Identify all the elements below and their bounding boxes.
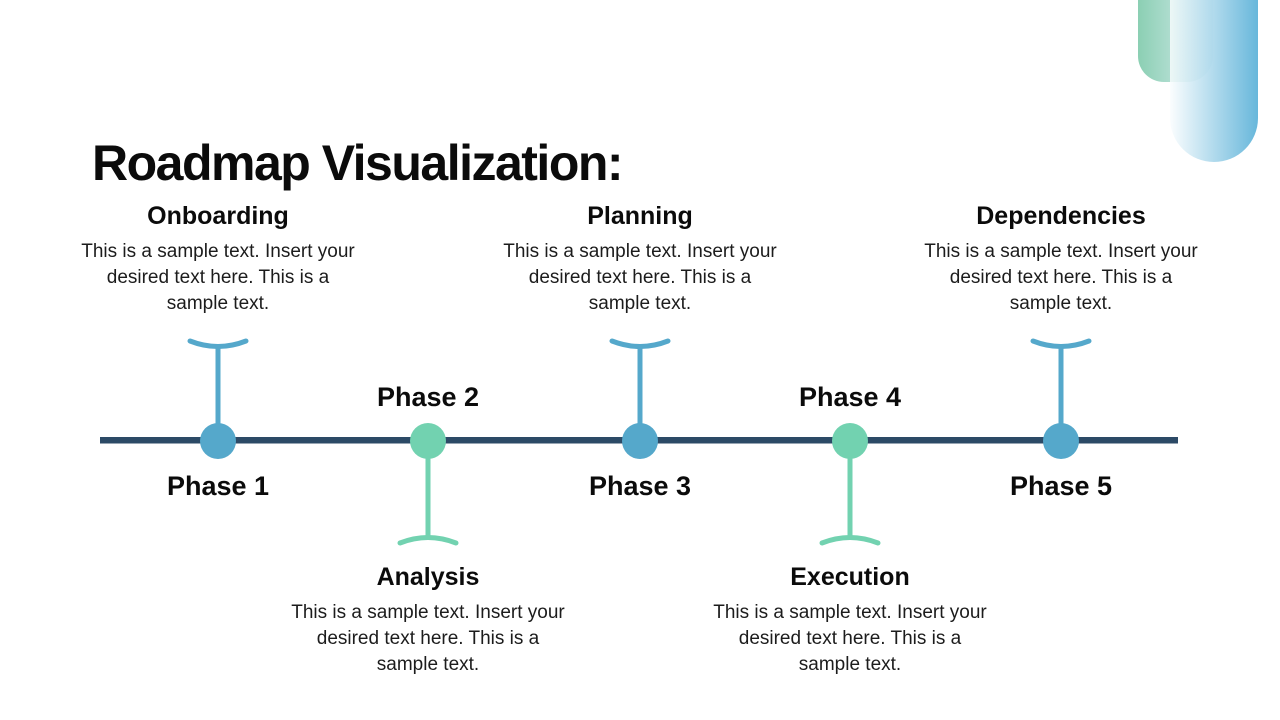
- milestone-analysis: Analysis This is a sample text. Insert y…: [286, 563, 570, 678]
- phase-4-bracket: [819, 535, 881, 546]
- milestone-analysis-title: Analysis: [376, 563, 480, 591]
- phase-5-label: Phase 5: [1009, 471, 1113, 501]
- phase-5-dot: [1043, 423, 1079, 459]
- phase-2-bracket: [397, 535, 459, 546]
- milestone-onboarding-description: This is a sample text. Insert your desir…: [81, 241, 355, 314]
- phase-1-dot: [200, 423, 236, 459]
- phase-4-label: Phase 4: [798, 382, 902, 412]
- phase-1-label: Phase 1: [166, 471, 270, 501]
- phase-5-marker: [1030, 338, 1092, 459]
- phase-2-dot: [410, 423, 446, 459]
- phase-2-label: Phase 2: [376, 382, 480, 412]
- milestone-execution-title: Execution: [790, 563, 910, 591]
- milestone-onboarding: Onboarding This is a sample text. Insert…: [76, 202, 360, 317]
- milestone-execution-description: This is a sample text. Insert your desir…: [713, 602, 987, 675]
- milestone-planning-title: Planning: [587, 202, 693, 230]
- phase-2-marker: [397, 423, 459, 546]
- milestone-dependencies-description: This is a sample text. Insert your desir…: [924, 241, 1198, 314]
- milestone-onboarding-title: Onboarding: [147, 202, 289, 230]
- milestone-analysis-description: This is a sample text. Insert your desir…: [291, 602, 565, 675]
- phase-4-marker: [819, 423, 881, 546]
- phase-3-dot: [622, 423, 658, 459]
- milestone-dependencies-title: Dependencies: [976, 202, 1146, 230]
- page-title: Roadmap Visualization:: [92, 134, 624, 191]
- milestone-planning: Planning This is a sample text. Insert y…: [498, 202, 782, 317]
- phase-3-marker: [609, 338, 671, 459]
- milestone-planning-description: This is a sample text. Insert your desir…: [503, 241, 777, 314]
- corner-accent-blue-shape: [1170, 0, 1258, 162]
- milestone-execution: Execution This is a sample text. Insert …: [708, 563, 992, 678]
- phase-3-label: Phase 3: [588, 471, 692, 501]
- phase-1-marker: [187, 338, 249, 459]
- phase-4-dot: [832, 423, 868, 459]
- milestone-dependencies: Dependencies This is a sample text. Inse…: [919, 202, 1203, 317]
